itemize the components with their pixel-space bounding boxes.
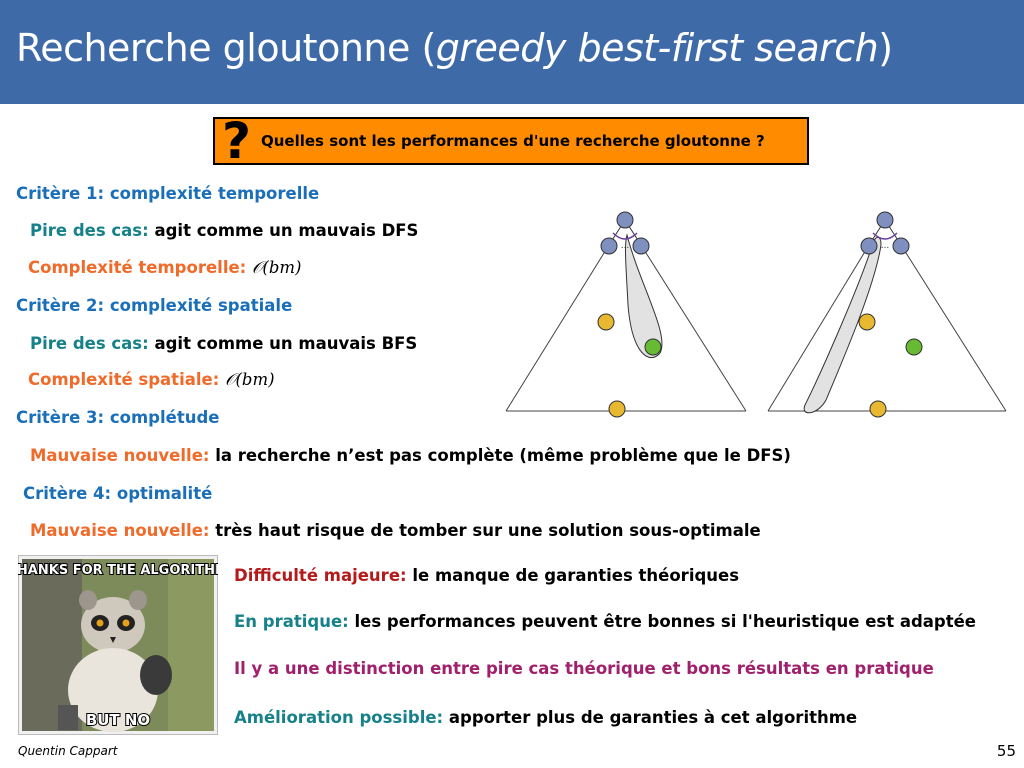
- goal-node: [644, 338, 662, 356]
- text: la recherche n’est pas complète (même pr…: [215, 446, 791, 465]
- text: agit comme un mauvais DFS: [154, 221, 419, 240]
- ellipsis-text: ...: [621, 241, 630, 251]
- goal-node: [869, 400, 887, 418]
- major-difficulty: Difficulté majeure: le manque de garanti…: [234, 566, 739, 585]
- title-italic: greedy best-first search: [435, 26, 879, 70]
- page-number: 55: [996, 742, 1016, 760]
- label: Pire des cas:: [30, 221, 149, 240]
- left-tree: ...: [505, 211, 747, 418]
- slide-header: Recherche gloutonne (greedy best-first s…: [0, 0, 1024, 104]
- criterion-2: Critère 2: complexité spatiale: [16, 296, 293, 315]
- question-box: ? Quelles sont les performances d'une re…: [213, 112, 809, 170]
- c1-complexity: Complexité temporelle: 𝒪(bm): [28, 258, 302, 278]
- criterion-4: Critère 4: optimalité: [23, 484, 213, 503]
- label: Mauvaise nouvelle:: [30, 446, 210, 465]
- c1-worst-case: Pire des cas: agit comme un mauvais DFS: [30, 221, 418, 240]
- label: Pire des cas:: [30, 334, 149, 353]
- label: Complexité temporelle:: [28, 258, 247, 277]
- ellipsis-text: ...: [881, 241, 890, 251]
- child-node: [600, 237, 618, 255]
- goal-node: [858, 313, 876, 331]
- footer-author: Quentin Cappart: [18, 744, 118, 758]
- title-close: ): [878, 26, 893, 70]
- child-node: [892, 237, 910, 255]
- lemur-meme-image: THANKS FOR THE ALGORITHM BUT NO: [18, 555, 218, 735]
- c2-complexity: Complexité spatiale: 𝒪(bm): [28, 370, 275, 390]
- label: Complexité spatiale:: [28, 370, 220, 389]
- criterion-1: Critère 1: complexité temporelle: [16, 184, 320, 203]
- search-tree-diagrams: ... ...: [505, 211, 1007, 418]
- goal-node: [608, 400, 626, 418]
- child-node: [860, 237, 878, 255]
- math: 𝒪(bm): [225, 370, 275, 389]
- text: agit comme un mauvais BFS: [154, 334, 418, 353]
- text: les performances peuvent être bonnes si …: [354, 612, 977, 631]
- possible-improvement: Amélioration possible: apporter plus de …: [234, 708, 857, 727]
- c3-bad-news: Mauvaise nouvelle: la recherche n’est pa…: [30, 446, 791, 465]
- question-text: Quelles sont les performances d'une rech…: [261, 132, 765, 150]
- c2-worst-case: Pire des cas: agit comme un mauvais BFS: [30, 334, 417, 353]
- root-node: [876, 211, 894, 229]
- child-node: [632, 237, 650, 255]
- label: En pratique:: [234, 612, 349, 631]
- criterion-3: Critère 3: complétude: [16, 408, 220, 427]
- meme-top-text: THANKS FOR THE ALGORITHM: [18, 563, 218, 578]
- question-mark-icon: ?: [222, 112, 252, 170]
- root-node: [616, 211, 634, 229]
- title-plain: Recherche gloutonne (: [16, 26, 436, 70]
- text: apporter plus de garanties à cet algorit…: [448, 708, 858, 727]
- meme-bottom-text: BUT NO: [86, 711, 150, 729]
- distinction-note: Il y a une distinction entre pire cas th…: [234, 659, 934, 678]
- right-tree: ...: [767, 211, 1007, 418]
- goal-node: [597, 313, 615, 331]
- text: le manque de garanties théoriques: [412, 566, 740, 585]
- math: 𝒪(bm): [252, 258, 302, 277]
- slide-title: Recherche gloutonne (greedy best-first s…: [16, 26, 893, 70]
- goal-node: [905, 338, 923, 356]
- label: Amélioration possible:: [234, 708, 444, 727]
- c4-bad-news: Mauvaise nouvelle: très haut risque de t…: [30, 521, 761, 540]
- text: très haut risque de tomber sur une solut…: [215, 521, 761, 540]
- label: Difficulté majeure:: [234, 566, 407, 585]
- in-practice: En pratique: les performances peuvent êt…: [234, 612, 976, 631]
- label: Mauvaise nouvelle:: [30, 521, 210, 540]
